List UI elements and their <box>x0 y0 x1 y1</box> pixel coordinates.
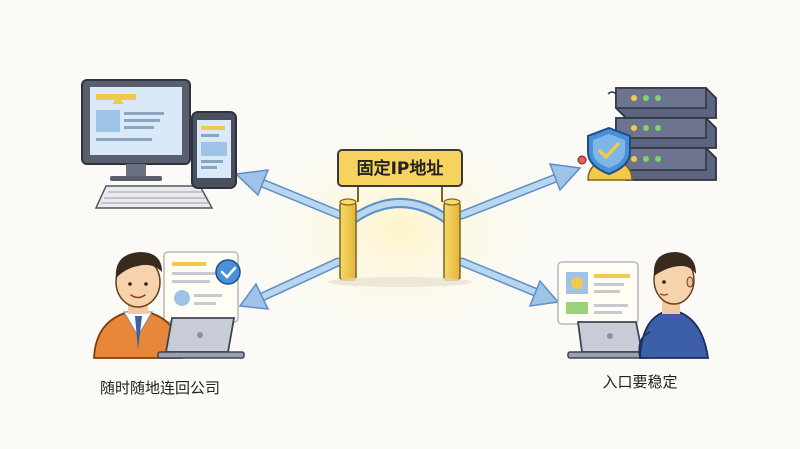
blue-jacket <box>639 309 710 359</box>
gate-label: 固定IP地址 <box>357 158 444 179</box>
gate: 固定IP地址 <box>328 149 472 287</box>
gate-right-pillar <box>443 201 461 281</box>
caption-stable-access: 入口要稳定 <box>602 373 677 391</box>
arrow-to-desktop <box>234 169 345 220</box>
gate-left-pillar <box>339 201 357 281</box>
arrow-to-remote-worker <box>238 257 343 310</box>
server-stack <box>607 87 717 181</box>
gate-glow <box>230 100 570 360</box>
arrow-to-stable-user <box>457 257 560 307</box>
arrow-to-server <box>457 163 582 220</box>
gate-sign <box>337 149 463 187</box>
server-unit-3 <box>615 147 717 181</box>
server-unit-1 <box>615 87 717 119</box>
stable-user <box>557 252 710 359</box>
shield-icon <box>577 126 633 181</box>
arrows <box>234 163 582 310</box>
check-badge-icon <box>215 259 241 285</box>
server-unit-2 <box>615 117 717 149</box>
desktop-and-phone <box>81 79 237 209</box>
keyboard <box>94 185 214 209</box>
caption-remote-worker: 随时随地连回公司 <box>100 379 220 397</box>
remote-worker <box>93 251 245 359</box>
